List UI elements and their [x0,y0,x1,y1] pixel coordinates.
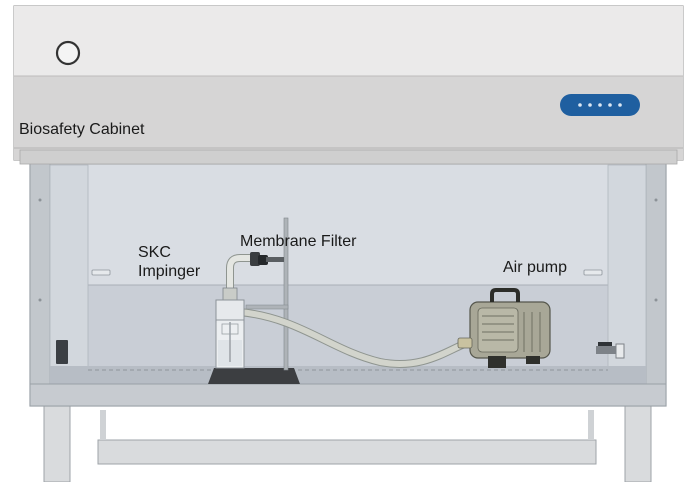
control-panel-icon [560,94,640,116]
impinger-label-line1: SKC [138,244,171,261]
hood-light-icon [55,40,81,66]
air-pump-label: Air pump [503,259,568,276]
ring-stand-icon [208,217,300,384]
cabinet-label: Biosafety Cabinet [19,121,145,138]
skc-impinger-icon [215,254,256,369]
impinger-label-line2: Impinger [138,263,201,280]
cabinet-interior [29,164,667,407]
gas-valve-icon [596,342,625,359]
cabinet-hood [13,5,684,165]
cabinet-stand [43,397,652,482]
membrane-filter-label: Membrane Filter [240,233,357,250]
air-pump-icon [457,288,551,368]
membrane-filter-icon [250,252,284,266]
